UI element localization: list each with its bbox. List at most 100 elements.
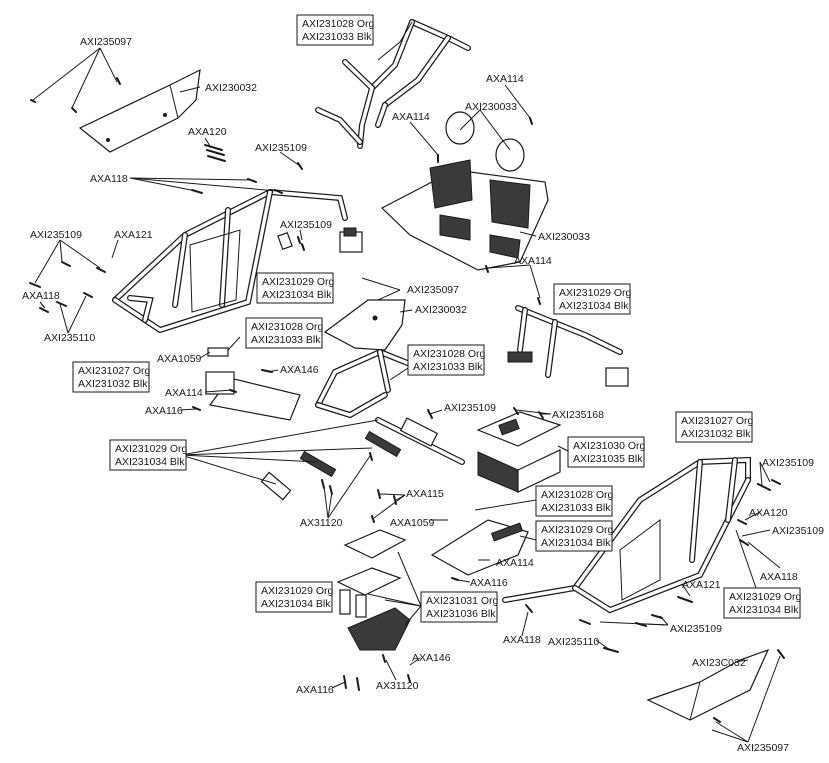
box-b2: AXI231029 Org AXI231034 Blk <box>256 272 335 304</box>
bracket-left <box>205 371 301 421</box>
box-b3: AXI231029 Org AXI231034 Blk <box>553 283 632 315</box>
label-axi235109-f: AXI235109 <box>772 525 824 537</box>
link-small-left <box>207 347 229 357</box>
chassis-frame-right <box>502 456 751 614</box>
label-axi235097-b: AXI235097 <box>407 284 459 296</box>
label-axi235109-e: AXI235109 <box>762 457 814 469</box>
box-b6: AXI231028 Org AXI231033 Blk <box>407 344 486 376</box>
label-axi235110-b: AXI235110 <box>548 636 599 648</box>
svg-text:AXI231027 Org: AXI231027 Org <box>681 415 754 427</box>
label-axa121-a: AXA121 <box>114 229 153 241</box>
label-axa115: AXA115 <box>406 488 444 500</box>
label-axi230032-a: AXI230032 <box>205 82 257 94</box>
label-axa121-b: AXA121 <box>682 579 721 591</box>
label-axi235109-c: AXI235109 <box>30 229 82 241</box>
label-axa1059-b: AXA1059 <box>390 517 435 529</box>
label-axa118-b: AXA118 <box>22 290 60 302</box>
box-b4: AXI231028 Org AXI231033 Blk <box>245 317 324 349</box>
label-axa114-a: AXA114 <box>165 387 203 399</box>
svg-text:AXI231032 Blk: AXI231032 Blk <box>78 378 148 390</box>
label-axa114-d: AXA114 <box>514 255 552 267</box>
label-axa116-a: AXA116 <box>145 405 183 417</box>
svg-text:AXI231028 Org: AXI231028 Org <box>302 18 375 30</box>
svg-text:AXI231029 Org: AXI231029 Org <box>262 276 335 288</box>
svg-text:AXI231033 Blk: AXI231033 Blk <box>541 502 611 514</box>
label-axi23c032: AXI23C032 <box>692 657 746 669</box>
svg-text:AXI231029 Org: AXI231029 Org <box>559 287 632 299</box>
box-b5: AXI231027 Org AXI231032 Blk <box>72 361 151 393</box>
svg-text:AXI231029 Org: AXI231029 Org <box>541 524 614 536</box>
small-parts-center <box>260 430 402 501</box>
label-axa118-c: AXA118 <box>760 571 798 583</box>
svg-text:AXI231029 Org: AXI231029 Org <box>261 585 334 597</box>
label-axa118-a: AXA118 <box>90 173 128 185</box>
box-b10: AXI231028 Org AXI231033 Blk <box>535 485 614 517</box>
svg-text:AXI231029 Org: AXI231029 Org <box>115 443 188 455</box>
label-axa146-a: AXA146 <box>280 364 319 376</box>
box-b13: AXI231031 Org AXI231036 Blk <box>420 591 499 623</box>
box-b11: AXI231029 Org AXI231034 Blk <box>535 520 614 552</box>
label-axa1059-a: AXA1059 <box>157 353 202 365</box>
leader-lines <box>32 21 781 743</box>
box-b14: AXI231029 Org AXI231034 Blk <box>723 587 802 619</box>
label-axi235110-a: AXI235110 <box>44 332 95 344</box>
svg-text:AXI231033 Blk: AXI231033 Blk <box>251 334 321 346</box>
label-ax31120-a: AX31120 <box>300 517 343 529</box>
svg-text:AXI231034 Blk: AXI231034 Blk <box>115 456 185 468</box>
boxed-labels: AXI231028 Org AXI231033 Blk AXI231029 Or… <box>72 14 802 623</box>
label-axa116-b: AXA116 <box>470 577 508 589</box>
center-body-panel <box>323 299 406 351</box>
svg-text:AXI231034 Blk: AXI231034 Blk <box>541 537 611 549</box>
svg-text:AXI231034 Blk: AXI231034 Blk <box>262 289 332 301</box>
label-axa116-c: AXA116 <box>296 684 334 696</box>
svg-text:AXI231030 Org: AXI231030 Org <box>573 440 646 452</box>
center-mount-lower <box>430 519 529 576</box>
label-axi235097-a: AXI235097 <box>80 36 132 48</box>
side-panel-top-left <box>78 68 201 153</box>
svg-text:AXI231027 Org: AXI231027 Org <box>78 365 151 377</box>
battery-box <box>476 411 562 493</box>
svg-text:AXI231028 Org: AXI231028 Org <box>251 321 324 333</box>
label-axi235109-g: AXI235109 <box>670 623 722 635</box>
label-axi230033-a: AXI230033 <box>465 101 517 113</box>
label-axi235109-d: AXI235109 <box>444 402 496 414</box>
chassis-frame-left <box>112 188 348 334</box>
label-axa146-b: AXA146 <box>412 652 451 664</box>
svg-text:AXI231033 Blk: AXI231033 Blk <box>302 31 372 43</box>
svg-text:AXI231033 Blk: AXI231033 Blk <box>413 361 483 373</box>
svg-text:AXI231034 Blk: AXI231034 Blk <box>729 604 799 616</box>
roll-cage-top <box>315 19 471 149</box>
svg-text:AXI231029 Org: AXI231029 Org <box>729 591 802 603</box>
label-axi235168: AXI235168 <box>552 409 604 421</box>
svg-text:AXI231036 Blk: AXI231036 Blk <box>426 608 496 620</box>
label-axa114-c: AXA114 <box>392 111 430 123</box>
part-labels: AXI235097 AXI230032 AXA120 AXI235109 AXA… <box>22 36 824 754</box>
label-axi235109-a: AXI235109 <box>255 142 307 154</box>
seat-body <box>380 111 549 271</box>
clip-left <box>277 231 293 251</box>
bumper-mount-right <box>507 305 629 387</box>
label-axa114-b: AXA114 <box>486 73 524 85</box>
svg-text:AXI231032 Blk: AXI231032 Blk <box>681 428 751 440</box>
side-panel-bottom-right <box>646 648 770 721</box>
label-axa118-d: AXA118 <box>503 634 541 646</box>
label-axi235109-b: AXI235109 <box>280 219 332 231</box>
box-b8: AXI231030 Org AXI231035 Blk <box>567 436 646 468</box>
box-b7: AXI231029 Org AXI231034 Blk <box>109 439 188 471</box>
cross-tube <box>375 417 465 465</box>
svg-text:AXI231031 Org: AXI231031 Org <box>426 595 499 607</box>
rear-cage-center <box>315 348 423 419</box>
svg-text:AXI231028 Org: AXI231028 Org <box>541 489 614 501</box>
servo-left <box>339 227 363 253</box>
lower-box-assembly <box>336 529 411 651</box>
box-b12: AXI231029 Org AXI231034 Blk <box>255 581 334 613</box>
label-axi230032-b: AXI230032 <box>415 304 467 316</box>
svg-text:AXI231035 Blk: AXI231035 Blk <box>573 453 643 465</box>
box-b9: AXI231027 Org AXI231032 Blk <box>675 411 754 443</box>
label-ax31120-b: AX31120 <box>376 680 419 692</box>
svg-text:AXI231034 Blk: AXI231034 Blk <box>261 598 331 610</box>
label-axa120-a: AXA120 <box>188 126 227 138</box>
box-b1: AXI231028 Org AXI231033 Blk <box>296 14 375 46</box>
svg-text:AXI231034 Blk: AXI231034 Blk <box>559 300 629 312</box>
